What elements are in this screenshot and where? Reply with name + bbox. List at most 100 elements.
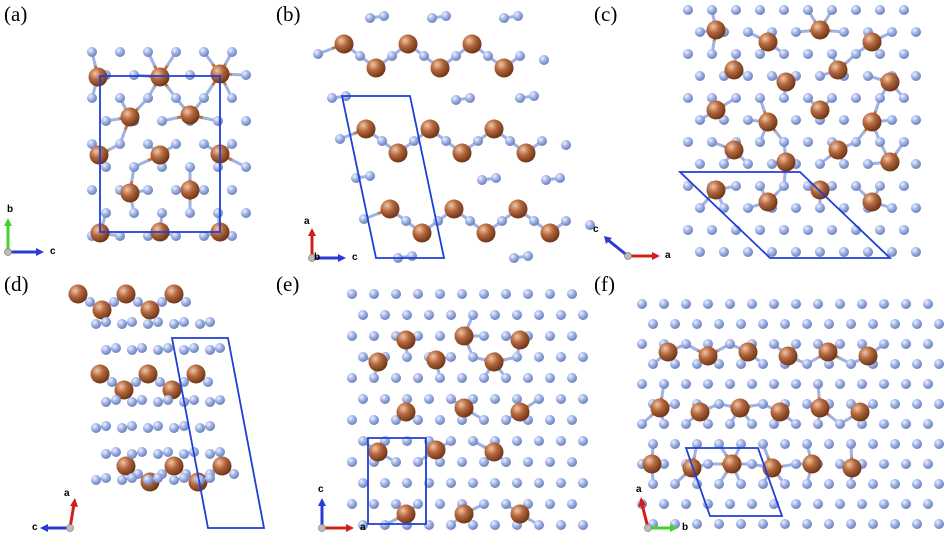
light-atom	[912, 519, 922, 529]
light-atom	[879, 419, 889, 429]
axis-label-b: b	[7, 204, 14, 215]
light-atom	[824, 319, 834, 329]
light-atom	[179, 449, 189, 459]
light-atom	[802, 319, 812, 329]
light-atom	[779, 137, 789, 147]
light-atom	[863, 247, 873, 257]
light-atom	[227, 139, 237, 149]
light-atom	[857, 419, 867, 429]
light-atom	[707, 5, 717, 15]
metal-atom	[828, 140, 848, 160]
light-atom	[890, 519, 900, 529]
light-atom	[155, 377, 165, 387]
light-atom	[157, 162, 167, 172]
light-atom	[707, 137, 717, 147]
light-atom	[153, 345, 163, 355]
light-atom	[111, 447, 121, 457]
light-atom	[479, 499, 489, 509]
light-atom	[424, 310, 434, 320]
light-atom	[465, 93, 475, 103]
light-atom	[157, 116, 167, 126]
metal-atom	[454, 504, 474, 524]
light-atom	[195, 423, 205, 433]
light-atom	[457, 373, 467, 383]
light-atom	[490, 310, 500, 320]
light-atom	[169, 423, 179, 433]
light-atom	[213, 162, 223, 172]
light-atom	[153, 317, 163, 327]
light-atom	[731, 93, 741, 103]
light-atom	[923, 499, 933, 509]
light-atom	[827, 93, 837, 103]
light-atom	[129, 162, 139, 172]
light-atom	[380, 478, 390, 488]
metal-atom	[89, 145, 109, 165]
light-atom	[137, 395, 147, 405]
metal-atom	[540, 223, 560, 243]
light-atom	[851, 181, 861, 191]
light-atom	[879, 299, 889, 309]
light-atom	[868, 399, 878, 409]
light-atom	[736, 359, 746, 369]
light-atom	[670, 479, 680, 489]
light-atom	[523, 251, 533, 261]
metal-atom	[880, 152, 900, 172]
light-atom	[171, 185, 181, 195]
axis-label-c: c	[50, 246, 56, 257]
light-atom	[347, 289, 357, 299]
light-atom	[347, 499, 357, 509]
light-atom	[791, 459, 801, 469]
light-atom	[758, 439, 768, 449]
metal-atom	[444, 199, 464, 219]
metal-atom	[120, 107, 140, 127]
light-atom	[779, 93, 789, 103]
light-atom	[497, 216, 507, 226]
light-atom	[758, 359, 768, 369]
light-atom	[512, 352, 522, 362]
light-atom	[131, 377, 141, 387]
light-atom	[802, 359, 812, 369]
light-atom	[815, 159, 825, 169]
light-atom	[803, 5, 813, 15]
light-atom	[479, 373, 489, 383]
metal-atom	[426, 440, 446, 460]
axis-indicator-a: b c	[4, 200, 64, 262]
light-atom	[115, 231, 125, 241]
light-atom	[912, 319, 922, 329]
metal-atom	[724, 60, 744, 80]
light-atom	[143, 93, 153, 103]
metal-atom	[642, 454, 662, 474]
metal-atom	[426, 350, 446, 370]
light-atom	[465, 216, 475, 226]
light-atom	[479, 331, 489, 341]
light-atom	[901, 499, 911, 509]
light-atom	[115, 139, 125, 149]
light-atom	[107, 377, 117, 387]
light-atom	[659, 499, 669, 509]
light-atom	[556, 394, 566, 404]
light-atom	[835, 299, 845, 309]
light-atom	[143, 231, 153, 241]
metal-atom	[862, 112, 882, 132]
light-atom	[779, 5, 789, 15]
metal-atom	[398, 34, 418, 54]
light-atom	[143, 319, 153, 329]
light-atom	[185, 162, 195, 172]
metal-atom	[388, 143, 408, 163]
light-atom	[731, 5, 741, 15]
light-atom	[435, 415, 445, 425]
light-atom	[537, 136, 547, 146]
light-atom	[545, 373, 555, 383]
light-atom	[714, 359, 724, 369]
light-atom	[758, 319, 768, 329]
light-atom	[229, 469, 239, 479]
light-atom	[747, 459, 757, 469]
axis-label-b: b	[682, 522, 689, 533]
light-atom	[189, 343, 199, 353]
light-atom	[637, 379, 647, 389]
light-atom	[369, 415, 379, 425]
light-atom	[875, 49, 885, 59]
light-atom	[133, 297, 143, 307]
metal-atom	[494, 58, 514, 78]
light-atom	[501, 499, 511, 509]
